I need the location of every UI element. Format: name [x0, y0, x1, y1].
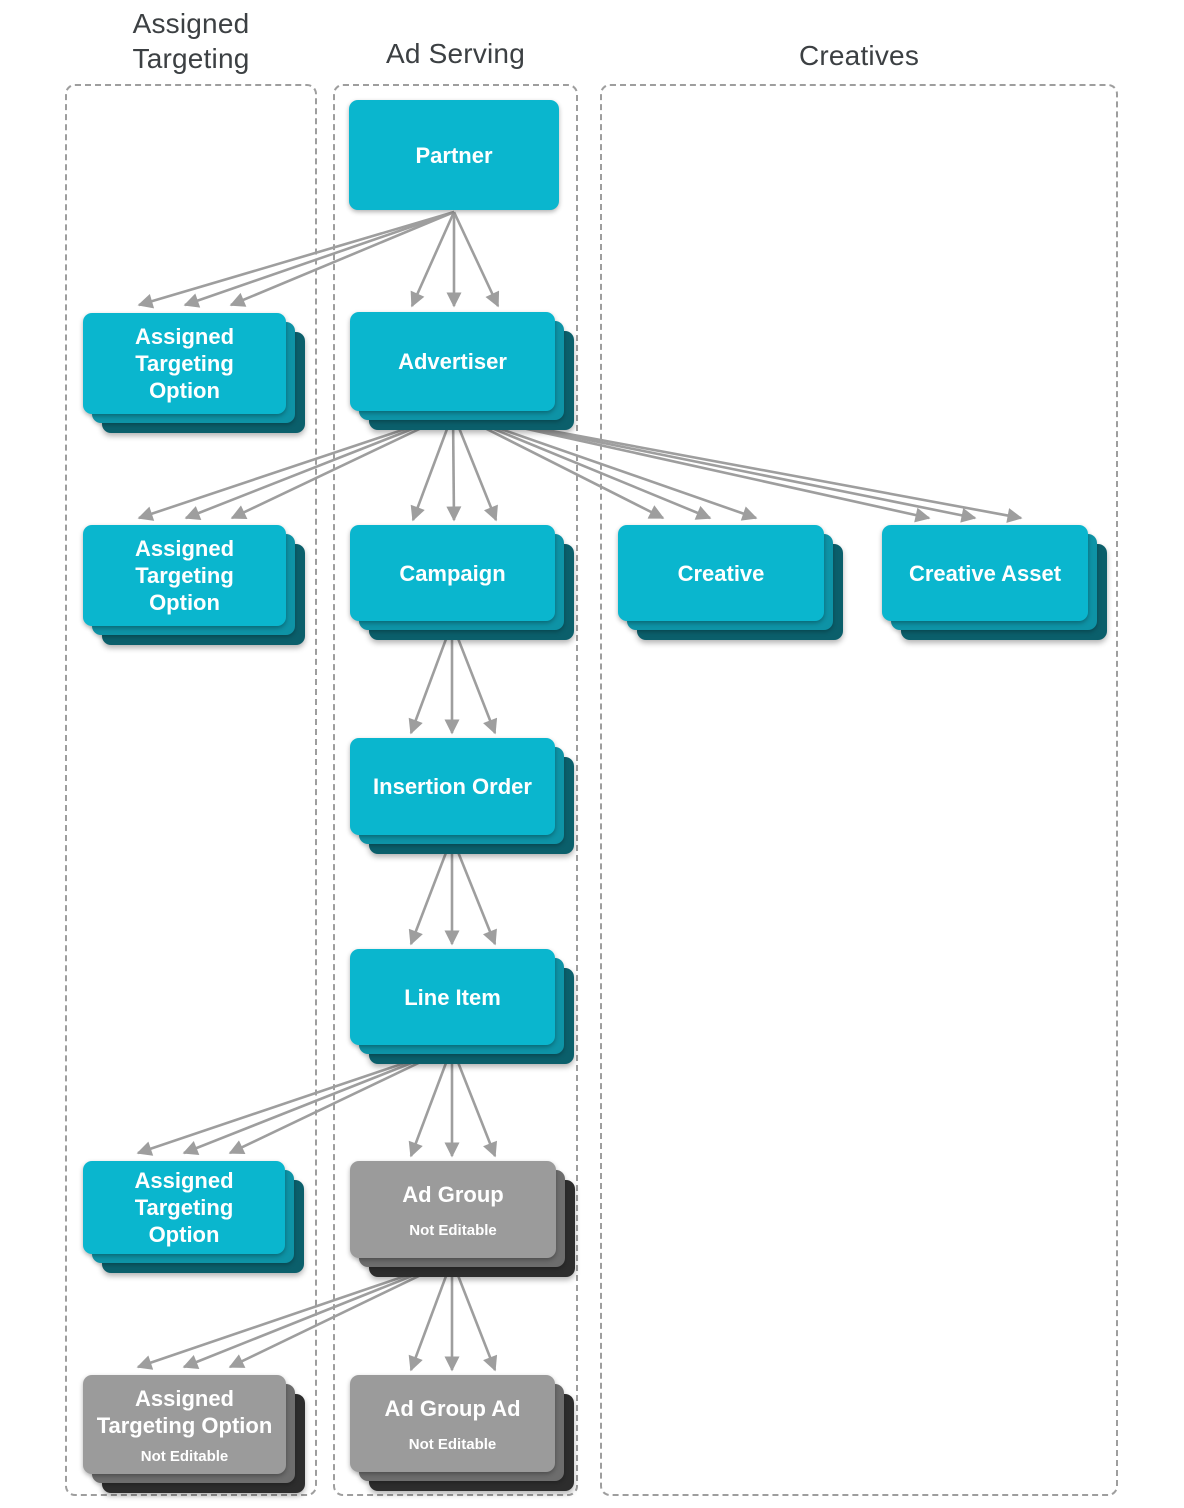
- ad-serving-column-frame: [333, 84, 578, 1496]
- node-assigned-targeting-option-ad-group: Assigned Targeting Option Not Editable: [83, 1375, 305, 1493]
- assigned-targeting-column-frame: [65, 84, 317, 1496]
- node-advertiser: Advertiser: [350, 312, 574, 430]
- node-creative: Creative: [618, 525, 843, 640]
- node-ad-group-ad: Ad Group Ad Not Editable: [350, 1375, 574, 1491]
- node-assigned-targeting-option-label: Assigned Targeting Option: [134, 536, 235, 615]
- not-editable-badge: Not Editable: [140, 1447, 229, 1465]
- node-ad-group-label: Ad Group: [402, 1181, 504, 1207]
- node-partner-label: Partner: [415, 142, 493, 168]
- node-ad-group-ad-label: Ad Group Ad: [384, 1395, 521, 1421]
- column-title-creatives: Creatives: [798, 40, 920, 71]
- not-editable-badge: Not Editable: [408, 1435, 497, 1453]
- node-campaign: Campaign: [350, 525, 574, 640]
- node-insertion-order-label: Insertion Order: [373, 774, 532, 799]
- column-title-ad-serving: Ad Serving: [386, 38, 525, 69]
- node-campaign-label: Campaign: [399, 560, 506, 586]
- node-assigned-targeting-option-label: Assigned Targeting Option: [96, 1385, 273, 1438]
- column-title-assigned-targeting: Assigned Targeting: [132, 8, 250, 74]
- node-assigned-targeting-option-label: Assigned Targeting Option: [134, 324, 235, 403]
- node-creative-asset-label: Creative Asset: [908, 560, 1062, 586]
- node-line-item-label: Line Item: [404, 984, 501, 1010]
- node-assigned-targeting-option-partner: Assigned Targeting Option: [83, 313, 305, 433]
- node-insertion-order: Insertion Order: [350, 738, 574, 854]
- node-creative-asset: Creative Asset: [882, 525, 1107, 640]
- node-assigned-targeting-option-advertiser: Assigned Targeting Option: [83, 525, 305, 645]
- node-partner: Partner: [349, 100, 559, 210]
- node-line-item: Line Item: [350, 949, 574, 1064]
- node-creative-label: Creative: [677, 560, 765, 586]
- creatives-column-frame: [600, 84, 1118, 1496]
- not-editable-badge: Not Editable: [409, 1221, 497, 1239]
- node-ad-group: Ad Group Not Editable: [350, 1161, 575, 1277]
- node-assigned-targeting-option-label: Assigned Targeting Option: [134, 1168, 234, 1247]
- node-assigned-targeting-option-line-item: Assigned Targeting Option: [83, 1161, 304, 1273]
- node-advertiser-label: Advertiser: [398, 349, 507, 374]
